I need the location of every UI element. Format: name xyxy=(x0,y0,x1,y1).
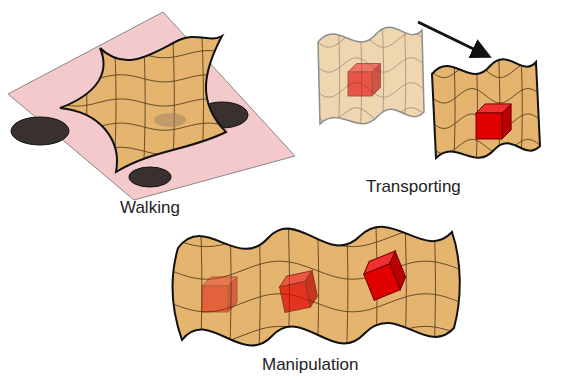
grid-line xyxy=(315,8,425,22)
grid-line xyxy=(55,171,230,178)
walking-figure xyxy=(8,10,295,200)
grid-line xyxy=(170,326,462,344)
transporting-figure xyxy=(315,0,545,192)
grid-line xyxy=(452,25,455,192)
red-cube xyxy=(348,64,380,96)
foot-hole xyxy=(129,167,171,187)
foot-hole xyxy=(11,117,69,145)
grid-line xyxy=(55,75,230,82)
red-cube xyxy=(278,271,320,313)
sheet-outline xyxy=(60,36,226,172)
end-sheet xyxy=(432,59,540,158)
motion-arrow xyxy=(418,22,488,56)
grid-line xyxy=(84,10,87,195)
figure-label: Transporting xyxy=(366,178,461,197)
grid-line xyxy=(430,89,542,103)
grid-line xyxy=(258,185,261,380)
grid-line xyxy=(55,26,230,33)
grid-line xyxy=(381,0,384,160)
grid-line xyxy=(404,185,407,380)
grid-line xyxy=(462,185,465,380)
grid-line xyxy=(542,25,545,192)
red-cube xyxy=(202,277,237,312)
grid-line xyxy=(170,196,462,214)
grid-line xyxy=(430,25,433,192)
grid-line xyxy=(315,133,425,147)
grid-line xyxy=(475,25,478,192)
grid-line xyxy=(337,0,340,160)
grid-line xyxy=(316,185,319,380)
grid-line xyxy=(113,10,116,195)
grid-line xyxy=(315,58,425,72)
grid-line xyxy=(315,0,318,160)
grid-line xyxy=(172,10,175,195)
grid-line xyxy=(230,10,233,195)
start-sheet xyxy=(318,27,424,124)
grid-line xyxy=(55,147,230,154)
sheet-shadow xyxy=(154,113,186,127)
manipulation-sheet xyxy=(172,227,459,346)
figure-label: Walking xyxy=(120,199,180,218)
grid-line xyxy=(433,185,436,380)
ground-plate xyxy=(8,12,295,200)
red-cube xyxy=(360,251,409,300)
grid-line xyxy=(520,25,523,192)
grid-line xyxy=(199,185,202,380)
walking-sheet xyxy=(60,36,226,172)
grid-line xyxy=(430,38,542,52)
manipulation-figure xyxy=(170,185,465,380)
grid-line xyxy=(55,123,230,130)
grid-line xyxy=(403,0,406,160)
figure-label: Manipulation xyxy=(262,356,358,375)
grid-line xyxy=(143,10,146,195)
grid-line xyxy=(55,10,58,195)
grid-line xyxy=(345,185,348,380)
red-cube xyxy=(476,104,511,139)
